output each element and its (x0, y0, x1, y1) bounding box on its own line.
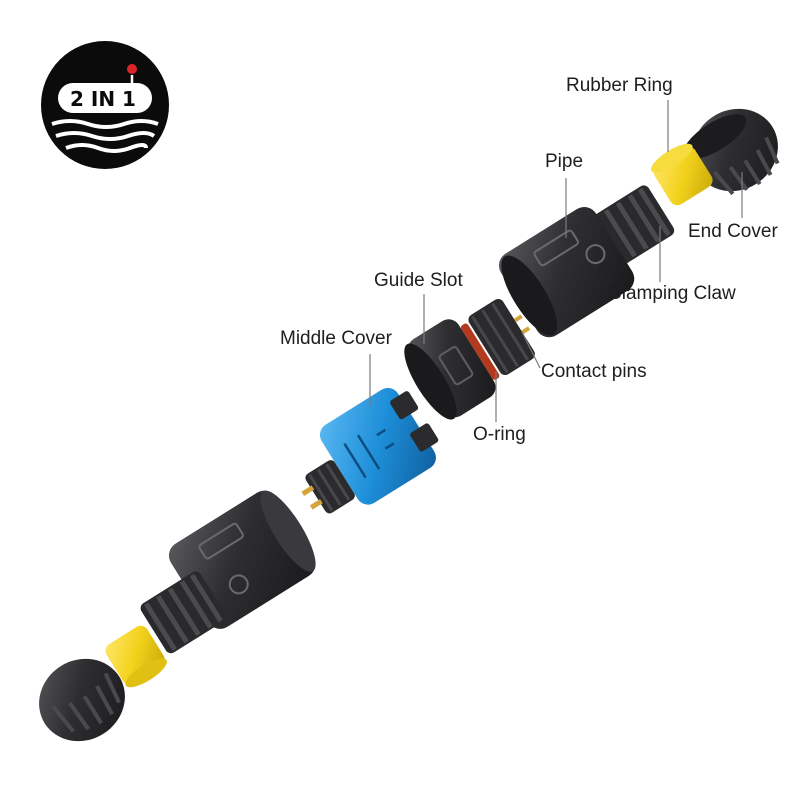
leader-lines (369, 100, 743, 422)
end-cover-top (683, 108, 780, 196)
logo-band (58, 83, 152, 113)
label-clamping-claw: Clamping Claw (608, 283, 736, 304)
brand-logo: 2 IN 1 (41, 41, 169, 169)
label-pipe: Pipe (545, 151, 584, 172)
clamping-claw-bottom (140, 571, 227, 654)
label-rubber-ring: Rubber Ring (566, 75, 673, 96)
o-ring-seal (460, 323, 500, 380)
logo-wave-1 (51, 119, 159, 129)
logo-text: 2 IN 1 (70, 87, 136, 111)
label-middle-cover: Middle Cover (280, 328, 392, 349)
logo-wave-2 (55, 131, 156, 141)
label-contact-pins: Contact pins (541, 361, 647, 382)
female-connector (404, 299, 535, 420)
leader-contact-pins (521, 331, 541, 369)
rubber-ring-bottom (105, 625, 167, 688)
middle-cover-assembly (301, 387, 439, 514)
rubber-ring-top (651, 143, 713, 206)
label-end-cover: End Cover (688, 221, 778, 242)
pipe-body-top (498, 207, 635, 338)
label-o-ring: O-ring (473, 424, 526, 445)
logo-wave-3 (65, 143, 148, 153)
end-cover-bottom (39, 658, 125, 742)
logo-dot-icon (127, 64, 137, 74)
label-guide-slot: Guide Slot (374, 270, 463, 291)
